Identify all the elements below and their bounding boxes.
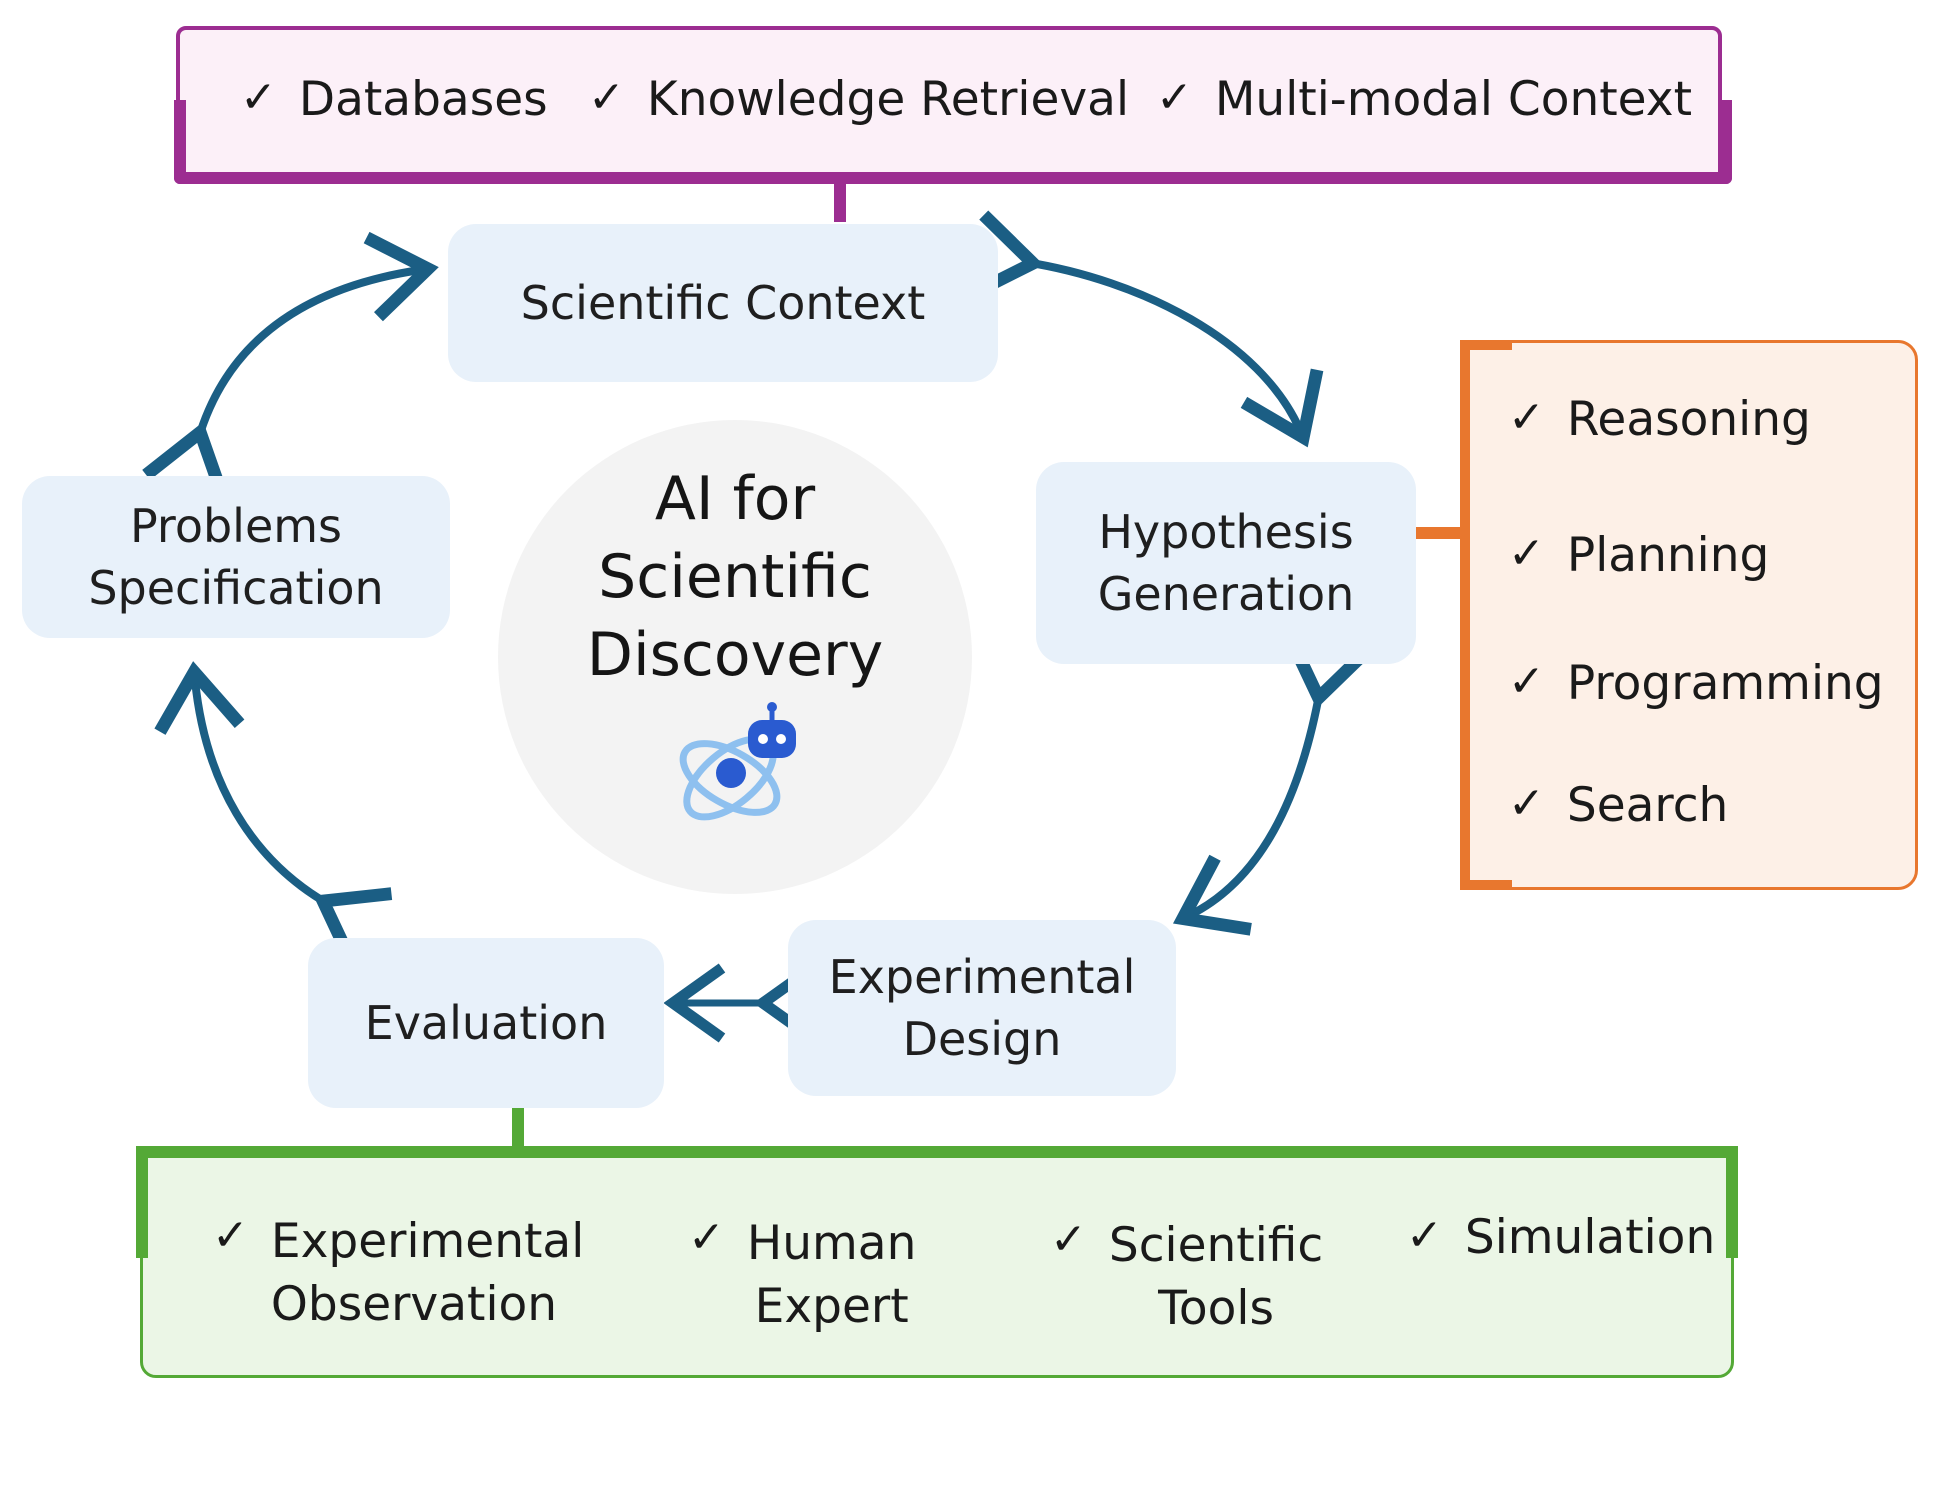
evaluation-item-experimental-observation: ✓ Experimental Observation — [212, 1210, 585, 1333]
hypothesis-item-reasoning: ✓ Reasoning — [1508, 392, 1811, 447]
hypothesis-item-search: ✓ Search — [1508, 778, 1729, 833]
context-panel — [176, 26, 1722, 182]
context-item-knowledge-retrieval: ✓ Knowledge Retrieval — [588, 72, 1130, 127]
check-icon: ✓ — [1156, 72, 1193, 123]
evaluation-item-simulation: ✓ Simulation — [1406, 1210, 1716, 1265]
check-icon: ✓ — [1050, 1214, 1087, 1265]
center-circle — [498, 420, 972, 894]
node-experimental-design: Experimental Design — [788, 920, 1176, 1096]
hypothesis-panel — [1462, 340, 1918, 890]
node-problems-specification: Problems Specification — [22, 476, 450, 638]
evaluation-panel-bracket — [136, 1146, 1738, 1258]
node-scientific-context: Scientific Context — [448, 224, 998, 382]
context-panel-bracket — [174, 100, 1732, 184]
node-evaluation: Evaluation — [308, 938, 664, 1108]
arrow-problems-context — [142, 231, 439, 500]
evaluation-item-scientific-tools: ✓ Scientific Tools — [1050, 1214, 1324, 1337]
check-icon: ✓ — [1406, 1210, 1443, 1261]
atom-robot-icon — [679, 702, 796, 821]
check-icon: ✓ — [1508, 392, 1545, 443]
check-icon: ✓ — [240, 72, 277, 123]
arrow-context-hypothesis — [968, 210, 1324, 448]
hypothesis-item-programming: ✓ Programming — [1508, 656, 1884, 711]
context-item-databases: ✓ Databases — [240, 72, 548, 127]
arrow-evaluation-problems — [154, 661, 393, 967]
check-icon: ✓ — [688, 1212, 725, 1263]
arrow-hypothesis-design — [1173, 632, 1373, 936]
check-icon: ✓ — [1508, 528, 1545, 579]
evaluation-item-human-expert: ✓ Human Expert — [688, 1212, 917, 1335]
check-icon: ✓ — [212, 1210, 249, 1261]
check-icon: ✓ — [588, 72, 625, 123]
center-title: AI for Scientific Discovery — [586, 464, 884, 690]
hypothesis-item-planning: ✓ Planning — [1508, 528, 1770, 583]
node-hypothesis-generation: Hypothesis Generation — [1036, 462, 1416, 664]
hypothesis-panel-bracket — [1460, 340, 1512, 890]
context-item-multimodal-context: ✓ Multi-modal Context — [1156, 72, 1693, 127]
check-icon: ✓ — [1508, 778, 1545, 829]
check-icon: ✓ — [1508, 656, 1545, 707]
